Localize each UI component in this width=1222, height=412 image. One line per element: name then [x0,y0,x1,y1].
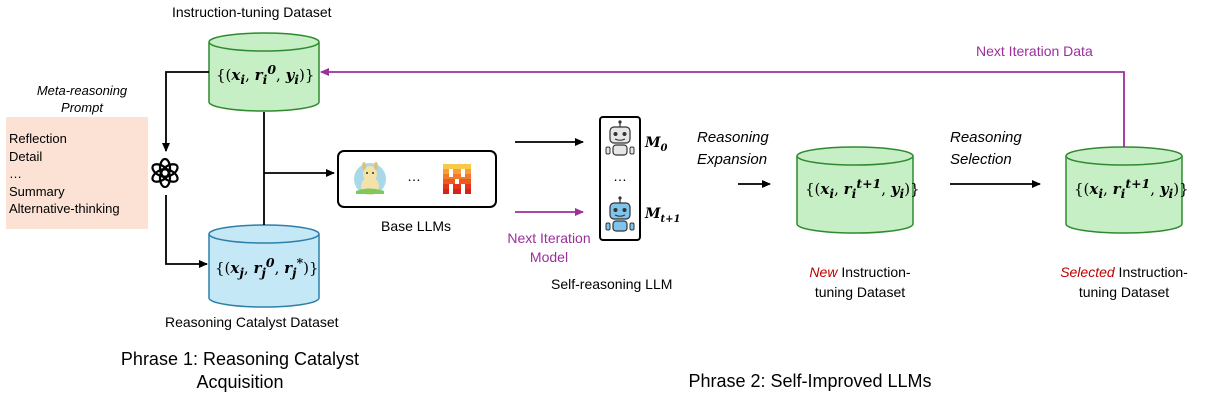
phase1-line2: Acquisition [196,372,284,392]
reasoning-selection-line2: Selection [950,151,1012,168]
new-dataset-caption-line2: tuning Dataset [814,284,906,300]
instruction-dataset-title: Instruction-tuning Dataset [172,4,332,20]
selected-dataset-caption-line2: tuning Dataset [1078,284,1170,300]
reasoning-selection-label: Reasoning Selection [950,127,1022,171]
selected-dataset-caption-rest: Instruction- [1114,264,1188,280]
meta-prompt-item: Reflection [9,131,67,146]
new-dataset-formula: {(xi, rit+1, yi)} [805,176,920,201]
meta-prompt-item: Detail [9,148,43,164]
llama-icon [354,162,386,195]
new-dataset-cylinder [796,146,914,234]
next-iteration-model-line1: Next Iteration [507,230,591,246]
phase1-line1: Phrase 1: Reasoning Catalyst [120,349,360,369]
self-reasoning-ellipsis: … [613,168,627,184]
new-dataset-caption-emph: New [809,264,838,280]
openai-icon [151,157,179,189]
reasoning-selection-line1: Reasoning [950,129,1022,146]
arrow-next-iteration-data [320,68,1125,147]
catalyst-dataset-formula: {(xj, rj0, rj*)} [215,255,319,280]
meta-prompt-list: Reflection Detail … Summary Alternative-… [9,130,120,218]
arrow-openai-to-catalyst [165,195,208,268]
next-iteration-model-label: Next Iteration Model [494,229,604,267]
catalyst-dataset-title: Reasoning Catalyst Dataset [165,314,339,330]
model-m0-label: M0 [645,135,668,154]
new-dataset-caption-rest: Instruction- [837,264,911,280]
instruction-dataset-formula: {(xi, ri0, yi)} [216,62,315,87]
arrow-dataset-to-openai [162,71,209,152]
base-llms-ellipsis: … [407,168,421,184]
mistral-icon [443,164,471,194]
phase2-caption: Phrase 2: Self-Improved LLMs [688,371,932,391]
new-dataset-caption: New Instruction- tuning Dataset [790,262,930,302]
meta-prompt-item: Alternative-thinking [9,201,120,216]
phase1-caption: Phrase 1: Reasoning Catalyst Acquisition [70,348,410,394]
robot-m0-icon [605,120,635,156]
instruction-dataset-cylinder [208,32,320,112]
reasoning-expansion-line1: Reasoning [697,129,769,146]
next-iteration-model-line2: Model [529,249,569,265]
meta-prompt-box [6,117,148,229]
model-mt1-label: Mt+1 [645,206,681,225]
reasoning-expansion-label: Reasoning Expansion [697,127,769,171]
next-iteration-data-label: Next Iteration Data [976,43,1093,59]
meta-prompt-item: … [9,166,22,181]
self-reasoning-label: Self-reasoning LLM [551,276,673,292]
reasoning-expansion-line2: Expansion [697,151,768,168]
meta-prompt-title: Meta-reasoning Prompt [20,82,144,116]
meta-prompt-item: Summary [9,183,65,199]
selected-dataset-formula: {(xi, rit+1, yi)} [1074,176,1189,201]
selected-dataset-cylinder [1065,146,1183,234]
robot-mt1-icon [605,196,635,232]
meta-prompt-title-line2: Prompt [61,100,103,115]
base-llms-label: Base LLMs [381,218,452,234]
selected-dataset-caption-emph: Selected [1060,264,1115,280]
meta-prompt-title-line1: Meta-reasoning [36,83,128,98]
selected-dataset-caption: Selected Instruction- tuning Dataset [1044,262,1204,302]
